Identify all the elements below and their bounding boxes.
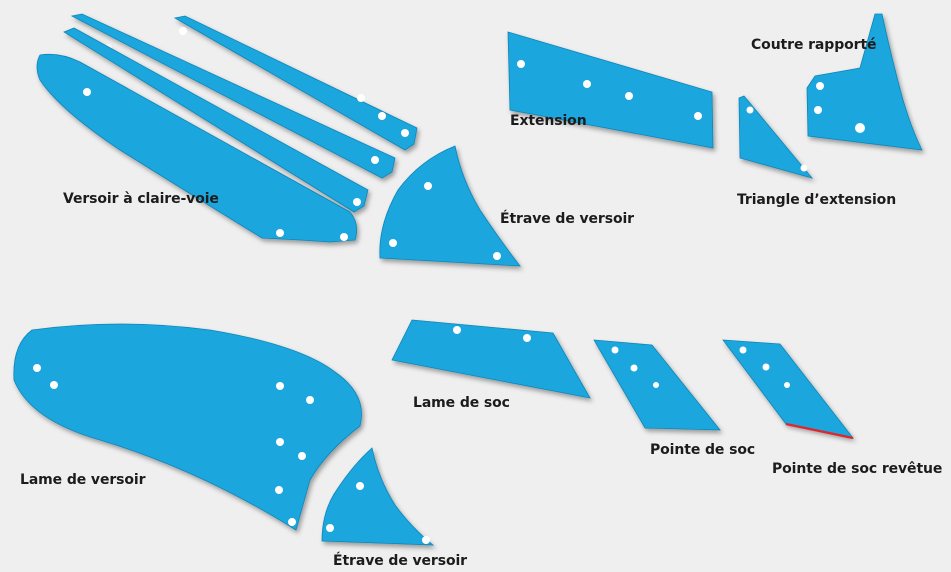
pointe-de-soc [593,339,721,431]
lame-de-soc [391,319,591,399]
etrave-versoir-top [379,145,521,267]
label-etrave-versoir-top: Étrave de versoir [500,211,634,227]
label-triangle-extension: Triangle d’extension [737,192,897,208]
versoir-claire-voie-lower-board [36,53,358,243]
label-lame-de-soc: Lame de soc [413,395,510,411]
versoir-claire-voie-bar-3 [63,27,369,213]
label-versoir-claire-voie: Versoir à claire-voie [63,191,219,207]
label-pointe-de-soc: Pointe de soc [650,442,756,458]
extension-plate [507,31,714,149]
label-coutre-rapporte: Coutre rapporté [751,37,877,53]
triangle-extension [738,95,814,179]
lame-de-versoir [13,323,362,531]
pointe-de-soc-revetue [722,339,854,440]
label-pointe-de-soc-revetue: Pointe de soc revêtue [772,461,943,477]
label-lame-de-versoir: Lame de versoir [20,472,146,488]
label-etrave-versoir-bottom: Étrave de versoir [333,553,467,569]
hard-coating-edge [785,422,854,440]
etrave-versoir-bottom [321,447,435,546]
label-extension: Extension [510,113,587,129]
coutre-rapporte [806,13,923,151]
versoir-claire-voie-bar-2 [173,15,418,151]
